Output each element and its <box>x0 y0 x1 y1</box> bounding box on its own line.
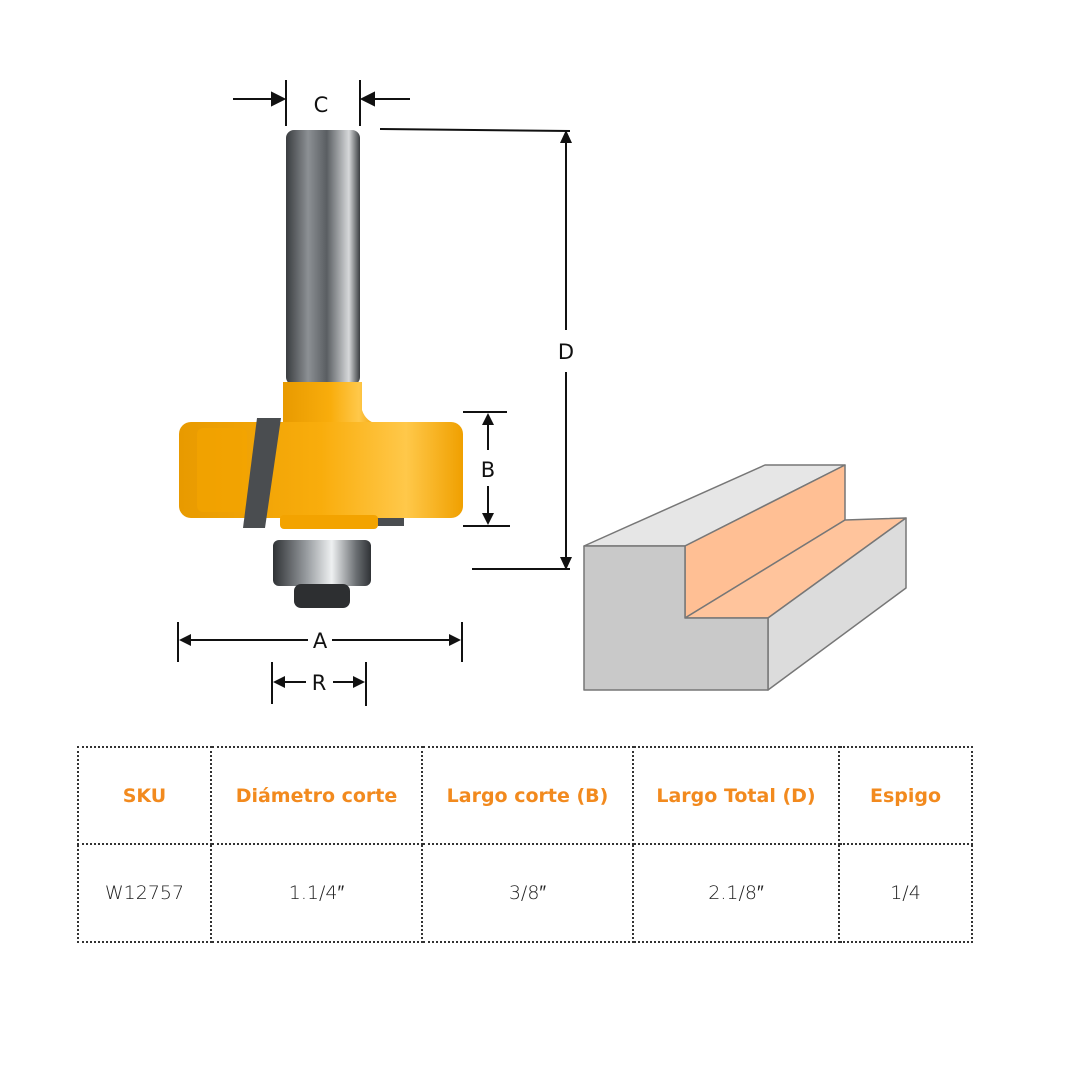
dimension-d <box>379 128 572 570</box>
dimension-b-label: B <box>481 458 495 482</box>
cell-largo-total: 2.1/8″ <box>632 843 840 943</box>
bit-neck <box>283 382 378 424</box>
header-espigo: Espigo <box>838 746 973 845</box>
bearing-screw <box>294 584 350 608</box>
table-header-row: SKU Diámetro corte Largo corte (B) Largo… <box>77 746 973 845</box>
cell-largo-corte: 3/8″ <box>421 843 634 943</box>
header-diametro-corte: Diámetro corte <box>210 746 423 845</box>
table-row: W12757 1.1/4″ 3/8″ 2.1/8″ 1/4 <box>77 843 973 943</box>
header-sku: SKU <box>77 746 212 845</box>
header-largo-corte: Largo corte (B) <box>421 746 634 845</box>
cell-sku: W12757 <box>77 843 212 943</box>
bearing <box>273 540 371 586</box>
dimension-c <box>233 80 410 126</box>
cell-diametro-corte: 1.1/4″ <box>210 843 423 943</box>
dimension-d-label: D <box>558 340 574 364</box>
dimension-c-label: C <box>314 93 329 117</box>
router-bit-diagram: C D B A R <box>177 80 907 706</box>
shank <box>286 130 360 385</box>
specs-table: SKU Diámetro corte Largo corte (B) Largo… <box>77 746 973 943</box>
rabbet-profile-block <box>583 464 907 691</box>
header-largo-total: Largo Total (D) <box>632 746 840 845</box>
carbide-cutter <box>243 418 281 528</box>
dimension-a-label: A <box>313 629 328 653</box>
router-bit <box>179 130 463 608</box>
dimension-r <box>271 662 367 706</box>
cell-espigo: 1/4 <box>838 843 973 943</box>
dimension-r-label: R <box>312 671 327 695</box>
dimension-a <box>177 622 463 662</box>
dimension-b <box>463 411 510 527</box>
